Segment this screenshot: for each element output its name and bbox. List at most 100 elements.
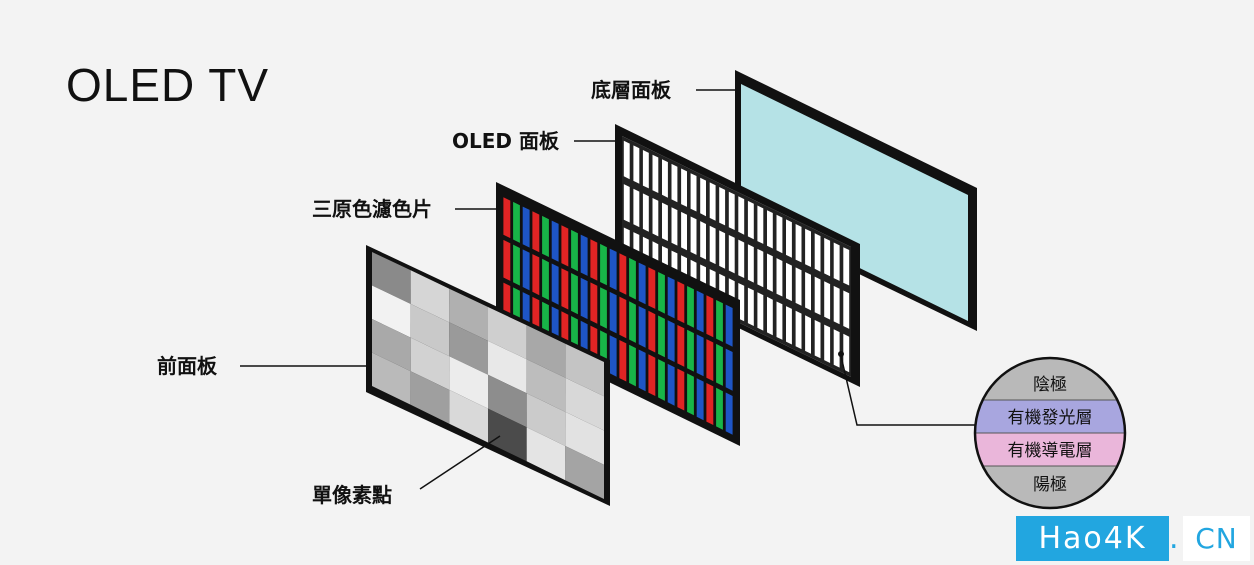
oled-cell xyxy=(757,292,764,331)
filter-subpixel xyxy=(532,211,540,253)
front-pixel-cell xyxy=(526,325,566,378)
oled-cell xyxy=(805,315,811,354)
back-panel-surface xyxy=(741,84,968,321)
front-pixel-cell xyxy=(372,252,411,304)
oled-cell xyxy=(776,214,783,254)
oled-cell xyxy=(709,225,716,265)
oled-cell xyxy=(671,207,678,246)
filter-subpixel xyxy=(629,301,636,343)
oled-cell xyxy=(824,237,831,277)
oled-cell xyxy=(709,182,716,221)
filter-subpixel xyxy=(706,339,714,382)
oled-cell xyxy=(833,242,840,281)
filter-subpixel xyxy=(551,220,559,262)
filter-subpixel xyxy=(687,329,694,372)
filter-subpixel xyxy=(696,334,704,377)
filter-subpixel xyxy=(590,282,598,324)
oled-cell xyxy=(652,198,659,237)
filter-subpixel xyxy=(687,286,694,328)
watermark: Hao4K . CN xyxy=(1016,516,1250,561)
oled-cell xyxy=(767,296,773,336)
watermark-dot: . xyxy=(1169,521,1179,556)
oled-cell xyxy=(786,306,792,345)
filter-subpixel xyxy=(706,295,714,338)
filter-subpixel xyxy=(561,225,569,267)
filter-subpixel xyxy=(667,320,675,362)
stack-leader xyxy=(840,355,985,426)
watermark-right: CN xyxy=(1183,516,1250,561)
filter-subpixel xyxy=(580,234,588,276)
oled-cell xyxy=(767,253,773,292)
oled-grid-lines xyxy=(622,136,851,377)
filter-subpixel xyxy=(513,201,520,243)
filter-subpixel xyxy=(687,373,694,416)
oled-cell xyxy=(738,196,745,235)
filter-subpixel xyxy=(542,215,549,257)
oled-cell xyxy=(795,310,802,350)
filter-subpixel xyxy=(629,344,636,387)
pixel-label: 單像素點 xyxy=(312,483,392,507)
filter-subpixel xyxy=(716,300,723,342)
conductive-band xyxy=(975,433,1125,466)
filter-subpixel xyxy=(696,378,704,421)
front-pixel-cell xyxy=(449,389,488,443)
filter-subpixel xyxy=(658,359,665,401)
filter-subpixel xyxy=(551,263,559,305)
oled-panel-label: OLED 面板 xyxy=(452,129,560,153)
filter-subpixel xyxy=(629,257,636,300)
page-title: OLED TV xyxy=(66,59,269,111)
filter-subpixel xyxy=(580,277,588,320)
oled-cell xyxy=(805,272,811,311)
conductive-label: 有機導電層 xyxy=(1008,441,1093,461)
front-pixel-cell xyxy=(488,374,527,428)
front-panel xyxy=(366,245,610,506)
filter-subpixel xyxy=(522,206,530,248)
filter-subpixel xyxy=(667,363,675,406)
oled-cell xyxy=(747,244,754,283)
filter-subpixel xyxy=(706,383,714,425)
oled-cell xyxy=(843,333,850,373)
oled-cell xyxy=(681,211,687,251)
oled-cell xyxy=(662,202,668,241)
front-pixel-cell xyxy=(372,352,411,405)
oled-cell xyxy=(814,320,821,359)
front-pixel-cell xyxy=(565,343,604,397)
oled-cell xyxy=(738,239,745,278)
oled-cell xyxy=(747,200,754,240)
front-pixel-cell xyxy=(410,337,450,390)
oled-cell xyxy=(719,187,726,226)
watermark-left: Hao4K xyxy=(1016,516,1169,561)
oled-cell xyxy=(671,163,678,203)
front-pixel-cell xyxy=(565,446,604,499)
oled-cell xyxy=(795,224,802,263)
anode-label: 陽極 xyxy=(1033,475,1067,495)
filter-subpixel xyxy=(542,258,549,300)
front-pixel-cell xyxy=(410,270,450,323)
filter-subpixel xyxy=(571,273,578,315)
filter-subpixel xyxy=(590,239,598,281)
front-pixel-cell xyxy=(449,322,488,375)
oled-cell xyxy=(681,168,687,207)
filter-subpixel xyxy=(716,387,723,430)
oled-cell xyxy=(814,233,821,272)
filter-subpixel xyxy=(619,253,627,295)
oled-cell xyxy=(824,281,831,320)
front-pixel-cell xyxy=(526,359,566,412)
front-pixel-cell xyxy=(410,304,450,357)
front-pixel-cell xyxy=(449,288,488,341)
oled-cell xyxy=(633,188,640,228)
filter-subpixel xyxy=(638,349,646,392)
oled-cell xyxy=(843,247,850,286)
oled-cell xyxy=(776,258,783,297)
oled-cell xyxy=(623,140,630,180)
front-pixel-cell xyxy=(526,393,566,446)
front-pixel-cell xyxy=(565,411,604,465)
filter-subpixel xyxy=(725,348,733,391)
oled-cell-grid xyxy=(622,136,851,377)
filter-subpixel xyxy=(648,267,656,309)
filter-subpixel xyxy=(658,315,665,358)
front-pixel-cell xyxy=(488,340,527,394)
filter-subpixel xyxy=(667,276,675,319)
filter-subpixel xyxy=(648,354,656,396)
